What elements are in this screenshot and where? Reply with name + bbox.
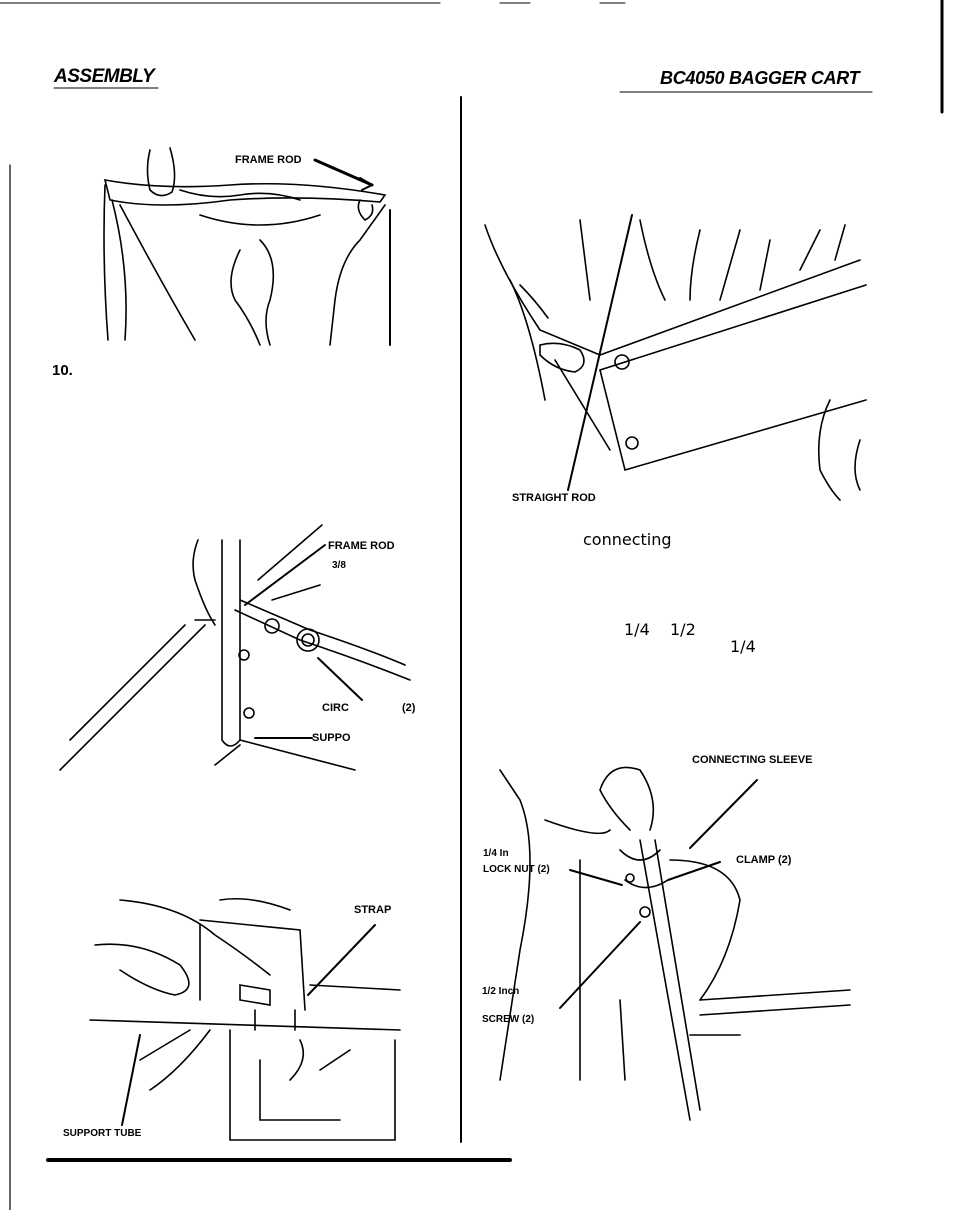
text-fraction-c: 1/4: [730, 637, 756, 656]
figure-cart-straight-rod: [484, 219, 867, 501]
section-title: ASSEMBLY: [54, 66, 155, 87]
label-circ: CIRC: [322, 702, 349, 714]
label-size: 3/8: [332, 560, 346, 571]
figure-strap-support-tube: [89, 897, 401, 1141]
label-lock-nut-size: 1/4 In: [483, 848, 509, 859]
label-straight-rod: STRAIGHT ROD: [512, 492, 596, 504]
label-clamp: CLAMP (2): [736, 854, 792, 866]
step-number: 10.: [52, 362, 73, 379]
text-fraction-b: 1/2: [670, 620, 696, 639]
figure-connecting-sleeve: [499, 766, 851, 1121]
label-screw: SCREW (2): [482, 1014, 535, 1025]
label-support: SUPPO: [312, 732, 351, 744]
label-screw-size: 1/2 Inch: [482, 986, 520, 997]
label-connecting-sleeve: CONNECTING SLEEVE: [692, 754, 813, 766]
label-strap: STRAP: [354, 904, 392, 916]
label-frame-rod: FRAME ROD: [235, 154, 302, 166]
product-title: BC4050 BAGGER CART: [660, 68, 860, 88]
label-qty: (2): [402, 702, 416, 714]
label-lock-nut: LOCK NUT (2): [483, 864, 550, 875]
figure-bag-frame-rod: [103, 147, 391, 346]
figure-frame-rod-support: [59, 524, 411, 771]
text-fraction-a: 1/4: [624, 620, 650, 639]
label-frame-rod-2: FRAME ROD: [328, 540, 395, 552]
text-connecting: connecting: [583, 530, 672, 549]
label-support-tube: SUPPORT TUBE: [63, 1128, 142, 1139]
